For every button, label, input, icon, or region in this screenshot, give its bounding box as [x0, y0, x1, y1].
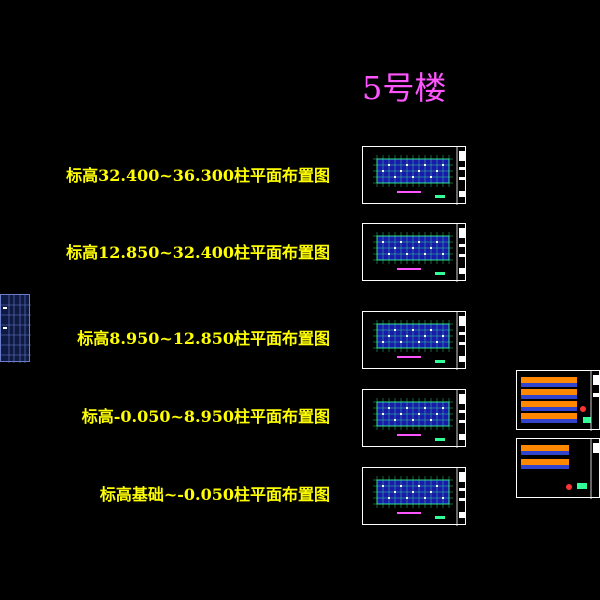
building-title: 5号楼	[362, 69, 447, 107]
table-drawing	[1, 295, 31, 363]
detail-table-drawing	[521, 439, 599, 499]
detail-sheet-1[interactable]	[516, 370, 600, 431]
sheet-thumbnail-4[interactable]	[362, 389, 466, 448]
detail-table-drawing	[521, 371, 599, 431]
label-elev-8950-12850: 标高8.950~12.850柱平面布置图	[77, 329, 330, 348]
plan-drawing	[373, 147, 465, 205]
sheet-thumbnail-3[interactable]	[362, 311, 466, 370]
plan-drawing	[373, 390, 465, 448]
plan-drawing	[373, 468, 465, 526]
label-elev-12850-32400: 标高12.850~32.400柱平面布置图	[66, 243, 330, 262]
label-elev-32400-36300: 标高32.400~36.300柱平面布置图	[66, 166, 330, 185]
plan-drawing	[373, 224, 465, 282]
label-elev-foundation-minus0050: 标高基础~-0.050柱平面布置图	[99, 485, 330, 504]
plan-drawing	[373, 312, 465, 370]
sheet-thumbnail-2[interactable]	[362, 223, 466, 282]
sheet-thumbnail-1[interactable]	[362, 146, 466, 205]
sheet-thumbnail-5[interactable]	[362, 467, 466, 526]
label-elev-minus0050-8950: 标高-0.050~8.950柱平面布置图	[81, 407, 330, 426]
detail-sheet-2[interactable]	[516, 438, 600, 499]
side-table-panel[interactable]	[0, 294, 31, 363]
